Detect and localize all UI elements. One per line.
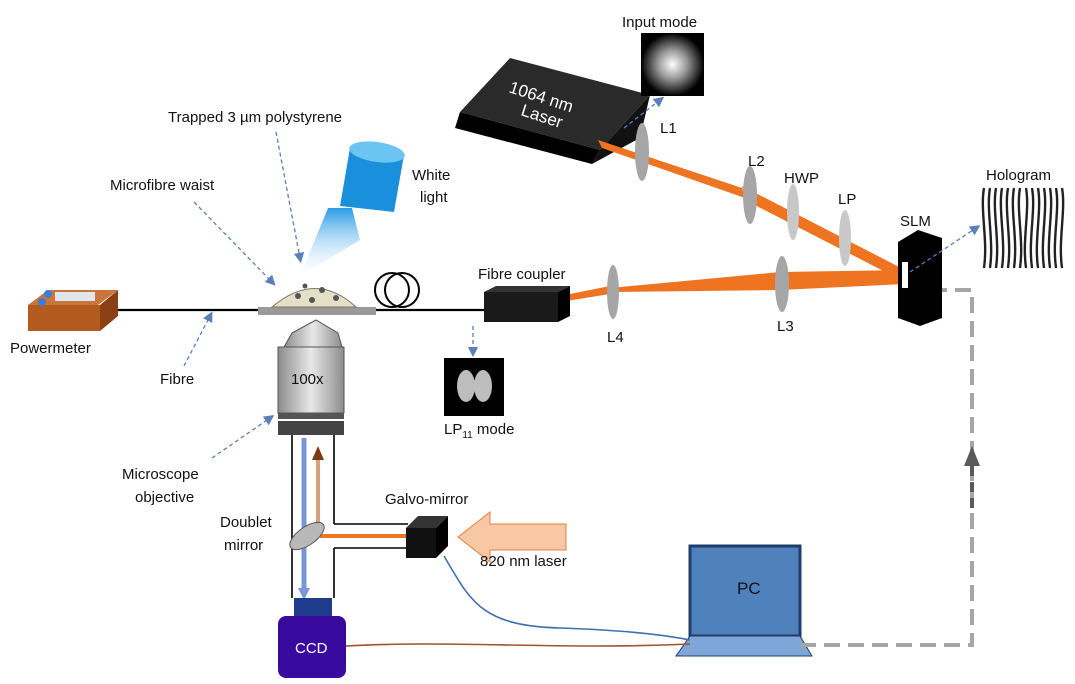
galvo-mirror-label: Galvo-mirror — [385, 491, 468, 508]
lens-l4-label: L4 — [607, 329, 624, 346]
lens-l1-label: L1 — [660, 120, 677, 137]
fibre-coupler — [484, 286, 570, 322]
lens-l2-label: L2 — [748, 153, 765, 170]
galvo-mirror — [406, 516, 448, 558]
white-light-label: White — [412, 167, 450, 184]
hologram-label: Hologram — [986, 167, 1051, 184]
input-mode-pointer — [623, 96, 665, 129]
slm-label: SLM — [900, 213, 931, 230]
lp-plate — [839, 210, 851, 266]
doublet-mirror-label: Doublet — [220, 514, 273, 531]
microscope-objective — [277, 319, 345, 435]
fibre-pointer — [183, 311, 213, 367]
hologram-fringe — [987, 187, 993, 269]
fibre-loops — [374, 272, 420, 308]
hologram-fringe — [1041, 187, 1047, 269]
hologram-image — [980, 187, 1068, 269]
input-mode-label: Input mode — [622, 14, 697, 31]
lens-l3 — [775, 256, 789, 312]
fibre-label: Fibre — [160, 371, 194, 388]
imaging-beam-head — [298, 588, 310, 600]
white-light-source — [300, 141, 405, 276]
hologram-fringe — [1005, 187, 1011, 269]
input-mode-image — [641, 33, 704, 96]
hologram-fringe — [999, 187, 1005, 269]
hologram-pointer — [909, 225, 981, 273]
hologram-fringe — [1029, 187, 1035, 269]
microscope-objective-label-2: objective — [135, 489, 194, 506]
ccd-pc-cable — [345, 643, 691, 647]
lp11-mode-image — [444, 358, 504, 416]
lp11-label: LP11 mode — [444, 421, 514, 441]
hologram-fringe — [1017, 187, 1023, 269]
microfibre-waist-label: Microfibre waist — [110, 177, 215, 194]
lens-l1 — [635, 123, 649, 181]
microfibre-waist-pointer — [193, 201, 276, 286]
ccd-label: CCD — [295, 640, 328, 657]
hologram-fringe — [1047, 187, 1053, 269]
beam-1064 — [560, 140, 905, 302]
objective-mag-label: 100x — [291, 371, 324, 388]
hologram-fringe — [1035, 187, 1041, 269]
slm-device — [898, 230, 942, 326]
microscope-objective-label: Microscope — [122, 466, 199, 483]
ccd-camera — [278, 598, 346, 678]
hologram-fringe — [1059, 187, 1065, 269]
lens-l2 — [743, 166, 757, 224]
trapped-pointer — [275, 131, 305, 264]
doublet-mirror-label-2: mirror — [224, 537, 263, 554]
hologram-fringe — [981, 187, 987, 269]
fibre-coupler-label: Fibre coupler — [478, 266, 566, 283]
pc-label: PC — [737, 579, 761, 598]
laser-820-arrow — [457, 510, 567, 564]
hologram-fringe — [1023, 187, 1029, 269]
hwp-plate — [787, 184, 799, 240]
lens-l3-label: L3 — [777, 318, 794, 335]
lp-label: LP — [838, 191, 856, 208]
laser-1064-box: 1064 nm Laser — [455, 58, 650, 164]
trapped-label: Trapped 3 µm polystyrene — [168, 109, 342, 126]
white-light-label-2: light — [420, 189, 448, 206]
return-beam-head — [312, 446, 324, 460]
hologram-fringe — [1011, 187, 1017, 269]
hologram-fringe — [1053, 187, 1059, 269]
hwp-label: HWP — [784, 170, 819, 187]
objective-pointer — [211, 415, 275, 459]
laser-820-label: 820 nm laser — [480, 553, 567, 570]
hologram-fringe — [993, 187, 999, 269]
lens-l4 — [607, 265, 619, 319]
galvo-pc-cable — [443, 555, 691, 641]
powermeter-device — [28, 290, 118, 331]
sample-droplet — [258, 283, 376, 315]
pc-slm-link — [800, 288, 974, 647]
powermeter-label: Powermeter — [10, 340, 91, 357]
pc-laptop — [675, 544, 813, 657]
pc-slm-link-head — [964, 446, 980, 466]
doublet-mirror — [289, 521, 325, 551]
imaging-tube — [291, 435, 408, 598]
